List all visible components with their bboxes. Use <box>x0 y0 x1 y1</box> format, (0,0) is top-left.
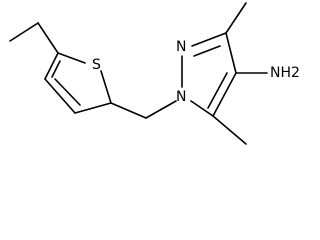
pyrazole-c4-c5-double-bond <box>212 72 237 117</box>
pyrazole-c4-c5-double-bond-inner <box>207 72 228 109</box>
ch2-bridge-to-pyrazole <box>145 100 177 119</box>
ch2-bridge-to-thiophene <box>110 102 147 119</box>
pyrazole-n2-c3-double-bond <box>191 32 227 47</box>
sulfur-atom-label: S <box>92 57 101 73</box>
thiophene-c4-c5-bond <box>44 52 59 80</box>
thiophene-c3-c4-double-bond-inner <box>54 78 81 106</box>
pyrazole-c5-n1-bond <box>190 100 214 117</box>
thiophene-s-c2-bond <box>100 70 112 104</box>
thiophene-c5-c4-double-bond-inner <box>51 60 61 78</box>
ethyl-attachment-bond <box>37 22 59 54</box>
ethyl-terminal-bond <box>9 22 39 42</box>
pyrazole-c5-methyl-bond <box>212 115 247 145</box>
thiophene-c5-s-bond <box>57 52 86 64</box>
pyrazole-c3-methyl-bond <box>225 2 247 34</box>
molecule-diagram: S N N NH2 <box>9 2 300 145</box>
amine-atom-label: NH2 <box>270 65 300 81</box>
nitrogen-atom-label-n1: N <box>176 89 186 105</box>
pyrazole-c3-c4-bond <box>225 32 237 74</box>
pyrazole-n2-c3-double-bond-inner <box>193 45 221 57</box>
nitrogen-atom-label-n2: N <box>176 39 186 55</box>
thiophene-c3-c4-double-bond-outer <box>44 78 76 114</box>
chemical-structure-canvas: S N N NH2 <box>9 2 300 145</box>
thiophene-c2-c3-bond <box>74 102 112 114</box>
